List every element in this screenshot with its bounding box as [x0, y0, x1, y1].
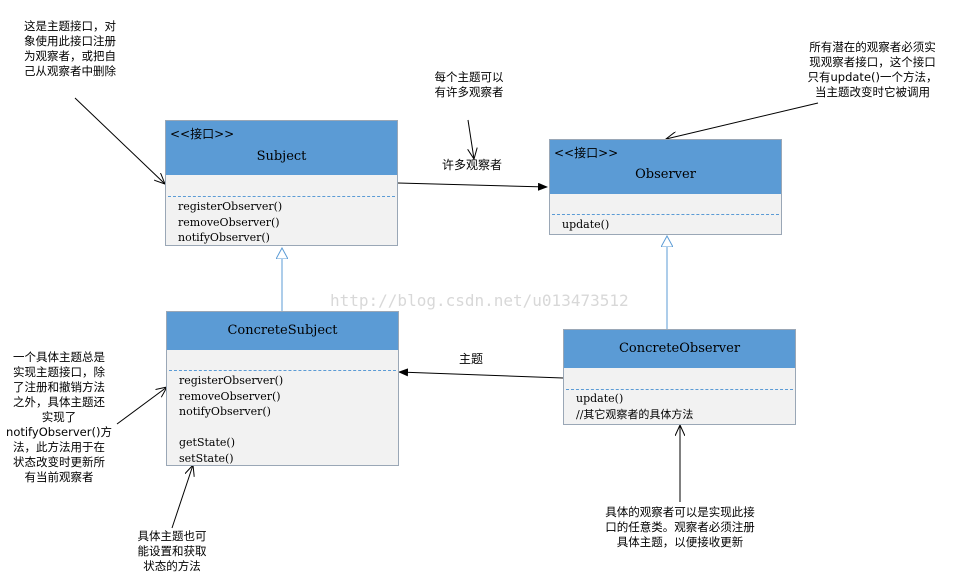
method-register-observer: registerObserver() — [179, 374, 284, 387]
note-line: 能设置和获取 — [137, 544, 207, 558]
observer-name: Observer — [635, 167, 696, 182]
concrete-observer-separator — [566, 389, 793, 390]
note-arrow-concrete-subject-state — [171, 465, 193, 529]
note-arrow-subject-interface — [74, 97, 165, 184]
note-line: 之外，具体主题还 — [13, 395, 105, 409]
method-update: update() — [576, 392, 624, 405]
note-line: 具体主题也可 — [137, 529, 207, 543]
note-line: 实现主题接口，除 — [13, 365, 105, 379]
note-arrow-observer-interface — [666, 102, 819, 139]
note-concrete-subject-impl: 一个具体主题总是 实现主题接口，除 了注册和撤销方法 之外，具体主题还 实现了 … — [4, 350, 114, 485]
subject-observer-association — [397, 182, 548, 191]
concrete-observer-name: ConcreteObserver — [618, 341, 741, 356]
note-line: 了注册和撤销方法 — [13, 380, 105, 394]
note-line: 口的任意类。观察者必须注册 — [605, 520, 755, 534]
observer-stereotype: <<接口>> — [554, 146, 619, 160]
note-line: 状态的方法 — [143, 559, 201, 573]
note-line: 现观察者接口，这个接口 — [809, 55, 936, 69]
note-line: 这是主题接口，对 — [24, 19, 116, 33]
label-many-observers: 许多观察者 — [442, 158, 503, 172]
concreteobserver-subject-association — [398, 368, 564, 379]
concrete-subject-separator — [169, 370, 396, 371]
note-concrete-subject-state: 具体主题也可 能设置和获取 状态的方法 — [127, 529, 217, 574]
method-update: update() — [562, 218, 610, 231]
note-concrete-observer-impl: 具体的观察者可以是实现此接 口的任意类。观察者必须注册 具体主题，以便接收更新 — [590, 505, 770, 550]
concrete-subject-box: ConcreteSubject registerObserver() remov… — [166, 311, 399, 466]
note-line: notifyObserver()方 — [6, 425, 112, 439]
note-line: 为观察者，或把自 — [24, 49, 116, 63]
note-line: 具体的观察者可以是实现此接 — [605, 505, 755, 519]
note-observer-interface: 所有潜在的观察者必须实 现观察者接口，这个接口 只有update()一个方法， … — [800, 40, 945, 100]
method-remove-observer: removeObserver() — [179, 389, 281, 403]
concrete-subject-header — [167, 312, 398, 350]
concrete-subject-name: ConcreteSubject — [227, 323, 338, 338]
note-line: 实现了 — [41, 410, 77, 424]
method-remove-observer: removeObserver() — [178, 215, 280, 229]
note-subject-interface: 这是主题接口，对 象使用此接口注册 为观察者，或把自 己从观察者中删除 — [24, 19, 116, 79]
concrete-observer-box: ConcreteObserver update() //其它观察者的具体方法 — [563, 329, 796, 425]
method-other: //其它观察者的具体方法 — [576, 407, 694, 421]
observer-header — [550, 140, 781, 194]
watermark: http://blog.csdn.net/u013473512 — [330, 291, 629, 310]
concrete-subject-methods: registerObserver() removeObserver() noti… — [179, 373, 283, 466]
observer-separator — [552, 214, 779, 215]
observer-methods: update() — [562, 217, 609, 233]
method-get-state: getState() — [179, 436, 235, 449]
note-line: 有当前观察者 — [24, 470, 94, 484]
note-line: 法，此方法用于在 — [13, 440, 105, 454]
note-line: 状态改变时更新所 — [13, 455, 105, 469]
method-notify-observer: notifyObserver() — [178, 231, 270, 244]
note-line: 每个主题可以 — [434, 70, 504, 84]
method-register-observer: registerObserver() — [178, 200, 283, 213]
subject-separator — [168, 196, 395, 197]
note-line: 象使用此接口注册 — [24, 34, 116, 48]
note-one-to-many: 每个主题可以 有许多观察者 — [424, 70, 514, 100]
note-line: 所有潜在的观察者必须实 — [809, 40, 936, 54]
note-arrow-one-to-many — [468, 119, 474, 159]
note-line: 具体主题，以便接收更新 — [616, 535, 744, 549]
subject-name: Subject — [256, 149, 307, 164]
subject-stereotype: <<接口>> — [170, 127, 235, 141]
subject-methods: registerObserver() removeObserver() noti… — [178, 199, 282, 246]
label-subject: 主题 — [459, 352, 484, 366]
concrete-observer-methods: update() //其它观察者的具体方法 — [576, 391, 693, 422]
method-set-state: setState() — [179, 451, 234, 465]
note-line: 一个具体主题总是 — [13, 350, 105, 364]
note-line: 己从观察者中删除 — [24, 64, 116, 78]
subject-header — [166, 121, 397, 175]
note-line: 当主题改变时它被调用 — [815, 85, 930, 99]
note-line: 只有update()一个方法， — [807, 70, 938, 84]
concrete-observer-header — [564, 330, 795, 368]
subject-interface-box: <<接口>> Subject registerObserver() remove… — [165, 120, 398, 246]
method-spacer — [179, 420, 283, 436]
method-notify-observer: notifyObserver() — [179, 405, 271, 418]
note-line: 有许多观察者 — [434, 85, 504, 99]
note-arrow-concrete-subject-impl — [116, 387, 167, 425]
observer-interface-box: <<接口>> Observer update() — [549, 139, 782, 235]
